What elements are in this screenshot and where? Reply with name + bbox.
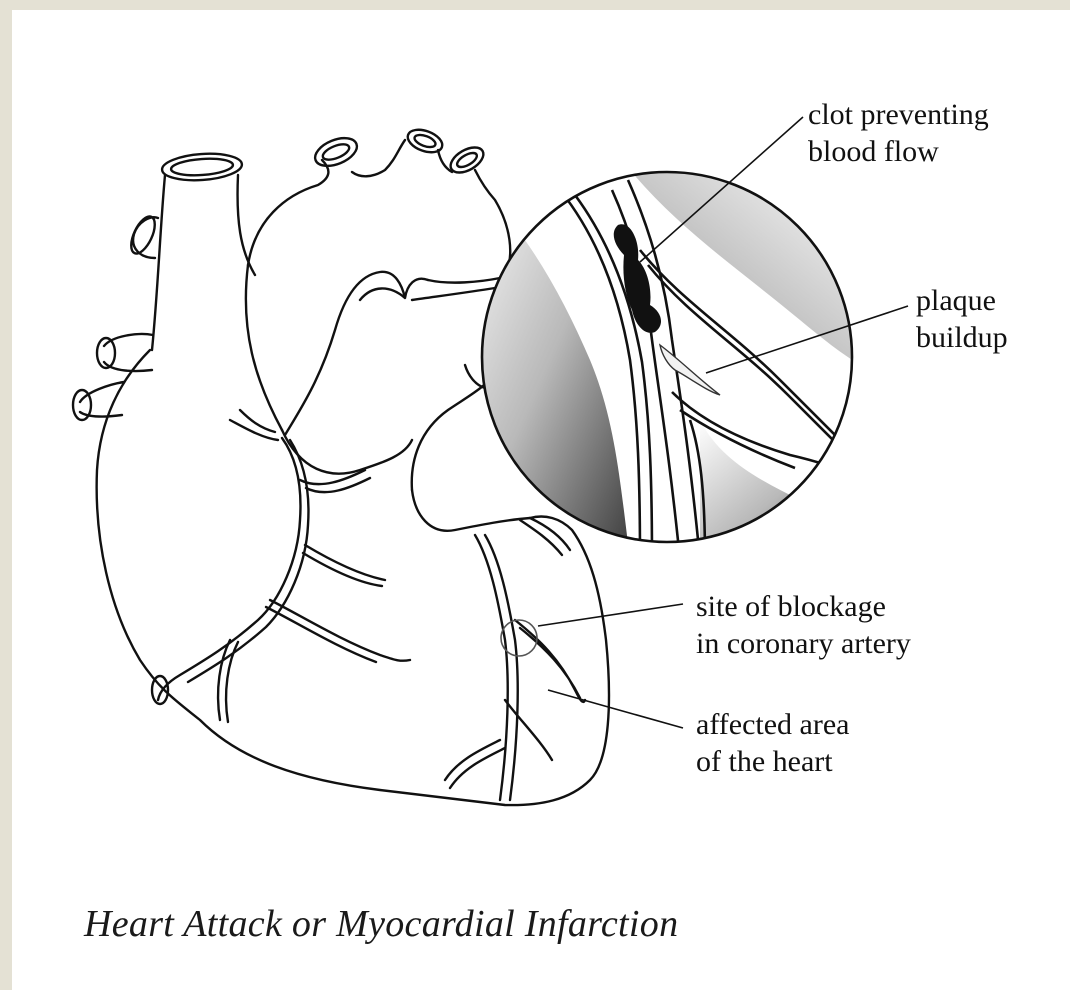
- pulmonary-trunk: [285, 272, 428, 435]
- aortic-arch: [248, 140, 510, 275]
- clot-label: clot preventing blood flow: [808, 96, 989, 170]
- superior-vena-cava: [152, 175, 255, 350]
- affected-area-label-line1: affected area: [696, 706, 849, 743]
- figure-caption: Heart Attack or Myocardial Infarction: [84, 902, 678, 946]
- coronary-artery-left: [158, 438, 300, 700]
- affected-area-label-line2: of the heart: [696, 743, 849, 780]
- clot-label-line1: clot preventing: [808, 96, 989, 133]
- blockage-leader-line: [538, 604, 683, 626]
- plaque-label-line1: plaque: [916, 282, 1008, 319]
- affected-leader-line: [548, 690, 683, 728]
- plaque-label: plaque buildup: [916, 282, 1008, 356]
- blockage-label-line2: in coronary artery: [696, 625, 911, 662]
- blockage-label: site of blockage in coronary artery: [696, 588, 911, 662]
- affected-area-label: affected area of the heart: [696, 706, 849, 780]
- clot-label-line2: blood flow: [808, 133, 989, 170]
- blockage-label-line1: site of blockage: [696, 588, 911, 625]
- magnified-vessel-inset: [460, 170, 870, 560]
- plaque-label-line2: buildup: [916, 319, 1008, 356]
